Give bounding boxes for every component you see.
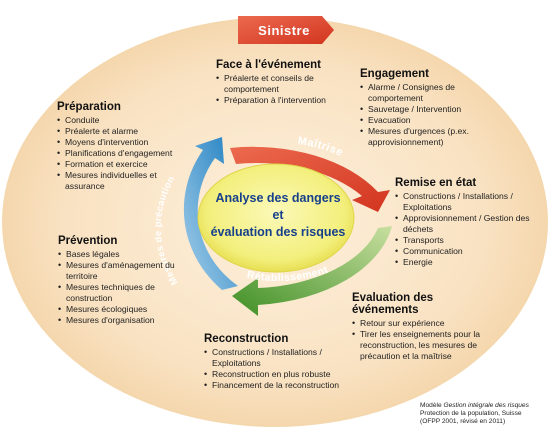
- face-title: Face à l'événement: [216, 59, 322, 71]
- list-item: Constructions / Installations / Exploita…: [204, 347, 354, 369]
- list-item: Mesures d'organisation: [58, 315, 176, 326]
- reconstruction-title: Reconstruction: [204, 333, 289, 345]
- center-ellipse: [197, 163, 355, 273]
- center-title: Analyse des dangers et évaluation des ri…: [203, 190, 353, 241]
- sinistre-arrow: [238, 16, 334, 44]
- source-caption: Modèle Gestion intégrale des risques Pro…: [420, 402, 548, 425]
- remise-title: Remise en état: [395, 177, 477, 189]
- evaluation-block: Evaluation des événements Retour sur exp…: [352, 292, 502, 362]
- list-item: Planifications d'engagement: [57, 148, 185, 159]
- list-item: Energie: [395, 257, 540, 268]
- caption-model-name: Gestion intégrale des risques: [443, 402, 529, 409]
- preparation-list: Conduite Préalerte et alarme Moyens d'in…: [57, 115, 185, 192]
- list-item: Mesures techniques de construction: [58, 282, 176, 304]
- list-item: Préalerte et alarme: [57, 126, 185, 137]
- center-title-line3: évaluation des risques: [210, 225, 346, 239]
- prevention-title: Prévention: [58, 235, 118, 247]
- preparation-title: Préparation: [57, 101, 121, 113]
- list-item: Alarme / Consignes de comportement: [360, 82, 480, 104]
- list-item: Constructions / Installations / Exploita…: [395, 191, 540, 213]
- caption-prefix: Modèle: [420, 402, 444, 409]
- list-item: Evacuation: [360, 115, 480, 126]
- reconstruction-block: Reconstruction Constructions / Installat…: [204, 333, 354, 391]
- caption-line2: Protection de la population, Suisse: [420, 409, 522, 417]
- list-item: Préparation à l'intervention: [216, 95, 346, 106]
- center-title-line1: Analyse des dangers: [215, 191, 341, 205]
- list-item: Retour sur expérience: [352, 318, 502, 329]
- reconstruction-list: Constructions / Installations / Exploita…: [204, 347, 354, 391]
- list-item: Conduite: [57, 115, 185, 126]
- remise-list: Constructions / Installations / Exploita…: [395, 191, 540, 268]
- list-item: Approvisionnement / Gestion des déchets: [395, 213, 540, 235]
- list-item: Tirer les enseignements pour la reconstr…: [352, 329, 502, 362]
- face-block: Face à l'événement Préalerte et conseils…: [216, 59, 346, 106]
- list-item: Mesures d'aménagement du territoire: [58, 260, 176, 282]
- list-item: Transports: [395, 235, 540, 246]
- list-item: Bases légales: [58, 249, 176, 260]
- list-item: Mesures écologiques: [58, 304, 176, 315]
- list-item: Formation et exercice: [57, 159, 185, 170]
- list-item: Reconstruction en plus robuste: [204, 369, 354, 380]
- engagement-block: Engagement Alarme / Consignes de comport…: [360, 68, 480, 148]
- list-item: Mesures d'urgences (p.ex. approvisionnem…: [360, 126, 480, 148]
- list-item: Moyens d'intervention: [57, 137, 185, 148]
- preparation-block: Préparation Conduite Préalerte et alarme…: [57, 101, 185, 192]
- prevention-list: Bases légales Mesures d'aménagement du t…: [58, 249, 176, 326]
- engagement-list: Alarme / Consignes de comportement Sauve…: [360, 82, 480, 148]
- evaluation-list: Retour sur expérience Tirer les enseigne…: [352, 318, 502, 362]
- remise-block: Remise en état Constructions / Installat…: [395, 177, 540, 268]
- engagement-title: Engagement: [360, 68, 430, 80]
- center-title-line2: et: [272, 208, 284, 222]
- prevention-block: Prévention Bases légales Mesures d'aména…: [58, 235, 176, 326]
- retablissement-arrow: [232, 226, 392, 316]
- list-item: Sauvetage / Intervention: [360, 104, 480, 115]
- precaution-arrow: [183, 137, 238, 290]
- sinistre-label: Sinistre: [258, 23, 310, 38]
- list-item: Financement de la reconstruction: [204, 380, 354, 391]
- evaluation-title: Evaluation des événements: [352, 292, 434, 316]
- list-item: Préalerte et conseils de comportement: [216, 73, 346, 95]
- face-list: Préalerte et conseils de comportement Pr…: [216, 73, 346, 106]
- caption-line3: (OFPP 2001, révisé en 2011): [420, 417, 506, 425]
- list-item: Mesures individuelles et assurance: [57, 170, 185, 192]
- maitrise-arrow: [230, 146, 390, 212]
- list-item: Communication: [395, 246, 540, 257]
